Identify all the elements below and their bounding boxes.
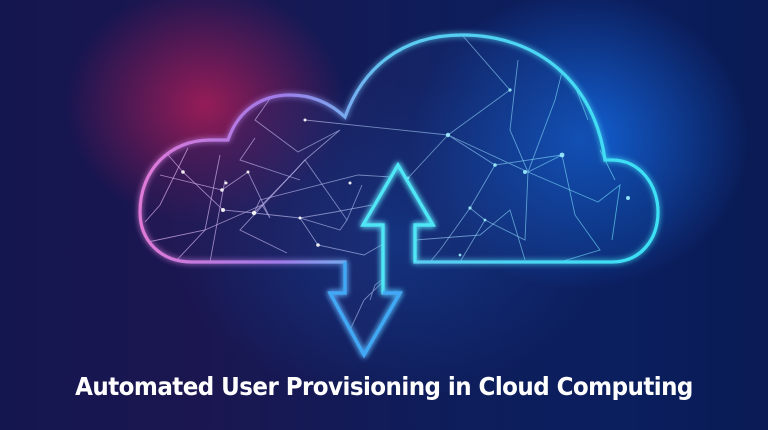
upload-arrow-icon: [360, 161, 436, 293]
network-nodes: [181, 88, 630, 257]
banner-title: Automated User Provisioning in Cloud Com…: [75, 372, 693, 401]
cloud-outline: [138, 33, 660, 359]
download-arrow-icon: [327, 262, 403, 359]
network-mesh: [144, 35, 621, 331]
cloud-fill: [140, 35, 658, 355]
